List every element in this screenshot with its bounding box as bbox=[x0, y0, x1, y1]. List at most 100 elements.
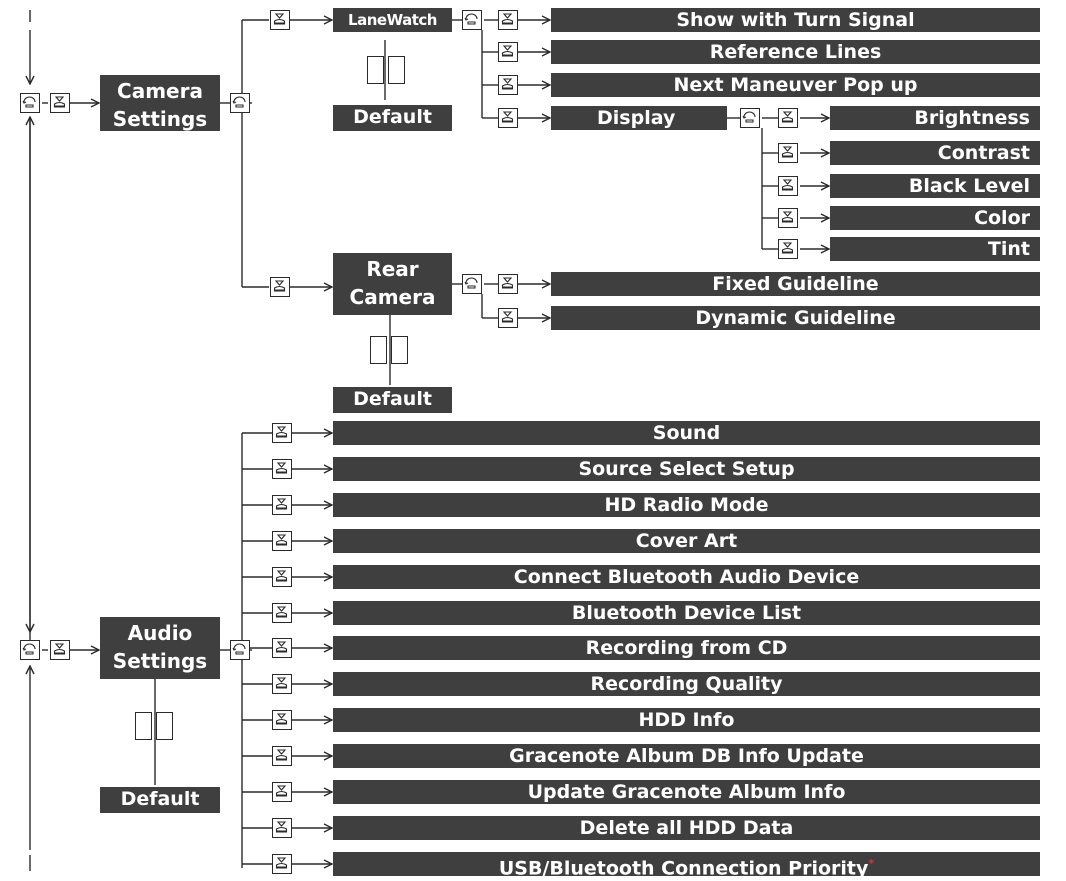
audio-settings-item-label: Connect Bluetooth Audio Device bbox=[513, 566, 860, 588]
rotate-dial-icon bbox=[230, 93, 250, 113]
press-dial-icon bbox=[272, 854, 292, 874]
press-dial-icon bbox=[272, 567, 292, 587]
press-dial-icon bbox=[272, 531, 292, 551]
audio-settings-item: HD Radio Mode bbox=[333, 493, 1040, 517]
audio-settings-item: Update Gracenote Album Info bbox=[333, 780, 1040, 804]
press-dial-icon bbox=[272, 746, 292, 766]
rotate-dial-icon bbox=[740, 108, 760, 128]
rear-camera-default-node: Default bbox=[333, 387, 452, 413]
audio-settings-item-label: Source Select Setup bbox=[578, 458, 795, 480]
press-dial-icon bbox=[270, 277, 290, 297]
camera-settings-label-2: Settings bbox=[112, 107, 208, 131]
audio-settings-item-label: HD Radio Mode bbox=[604, 494, 769, 516]
audio-settings-item: USB/Bluetooth Connection Priority* bbox=[333, 852, 1040, 876]
press-dial-icon bbox=[50, 93, 70, 113]
lanewatch-item: Reference Lines bbox=[551, 40, 1040, 64]
audio-settings-item: Cover Art bbox=[333, 529, 1040, 553]
display-item: Black Level bbox=[830, 174, 1040, 198]
press-dial-icon bbox=[778, 208, 798, 228]
audio-settings-label-1: Audio bbox=[127, 621, 193, 645]
lanewatch-item-label: Show with Turn Signal bbox=[676, 9, 915, 31]
audio-settings-item-label: Update Gracenote Album Info bbox=[527, 781, 846, 803]
press-dial-icon bbox=[270, 10, 290, 30]
audio-settings-node: Audio Settings bbox=[100, 617, 220, 679]
audio-settings-item: HDD Info bbox=[333, 708, 1040, 732]
display-item-label: Brightness bbox=[914, 107, 1030, 129]
display-item-label: Black Level bbox=[908, 175, 1030, 197]
press-dial-icon bbox=[272, 782, 292, 802]
lanewatch-node: LaneWatch bbox=[333, 8, 452, 32]
display-item-label: Color bbox=[974, 207, 1030, 229]
audio-settings-item-label: Gracenote Album DB Info Update bbox=[509, 745, 864, 767]
rotate-dial-icon bbox=[462, 10, 482, 30]
audio-settings-item: Recording from CD bbox=[333, 636, 1040, 660]
rear-camera-label-1: Rear bbox=[366, 257, 419, 281]
up-down-dial-icon bbox=[370, 336, 410, 366]
press-dial-icon bbox=[498, 42, 518, 62]
rear-camera-node: Rear Camera bbox=[333, 253, 452, 315]
display-node: Display bbox=[551, 106, 727, 130]
audio-settings-item: Bluetooth Device List bbox=[333, 601, 1040, 625]
audio-settings-item-label: Delete all HDD Data bbox=[579, 817, 794, 839]
display-item: Color bbox=[830, 206, 1040, 230]
rear-camera-item: Fixed Guideline bbox=[551, 272, 1040, 296]
press-dial-icon bbox=[778, 108, 798, 128]
lanewatch-item: Next Maneuver Pop up bbox=[551, 73, 1040, 97]
camera-settings-node: Camera Settings bbox=[100, 75, 220, 131]
press-dial-icon bbox=[498, 75, 518, 95]
press-dial-icon bbox=[272, 423, 292, 443]
audio-settings-item-label: Cover Art bbox=[635, 530, 738, 552]
press-dial-icon bbox=[498, 10, 518, 30]
audio-settings-item-label: Recording from CD bbox=[585, 637, 788, 659]
press-dial-icon bbox=[272, 710, 292, 730]
rear-camera-item-label: Fixed Guideline bbox=[712, 273, 879, 295]
press-dial-icon bbox=[778, 176, 798, 196]
press-dial-icon bbox=[272, 638, 292, 658]
camera-settings-label-1: Camera bbox=[117, 79, 203, 103]
audio-settings-item-label: Recording Quality bbox=[590, 673, 783, 695]
audio-settings-item-label: Sound bbox=[652, 422, 721, 444]
press-dial-icon bbox=[272, 459, 292, 479]
up-down-dial-icon bbox=[367, 56, 407, 86]
lanewatch-item-label: Reference Lines bbox=[709, 41, 882, 63]
display-item: Brightness bbox=[830, 106, 1040, 130]
audio-default-label: Default bbox=[120, 788, 200, 810]
audio-settings-item: Connect Bluetooth Audio Device bbox=[333, 565, 1040, 589]
audio-settings-item: Source Select Setup bbox=[333, 457, 1040, 481]
lanewatch-default-node: Default bbox=[333, 105, 452, 131]
rear-camera-label-2: Camera bbox=[349, 285, 436, 309]
display-item-label: Contrast bbox=[937, 142, 1030, 164]
lanewatch-label: LaneWatch bbox=[348, 11, 437, 29]
audio-settings-item-label: Bluetooth Device List bbox=[571, 602, 802, 624]
rotate-dial-icon bbox=[230, 640, 250, 660]
audio-settings-item-label: HDD Info bbox=[638, 709, 735, 731]
lanewatch-item-label: Next Maneuver Pop up bbox=[673, 74, 918, 96]
audio-settings-item: Recording Quality bbox=[333, 672, 1040, 696]
lanewatch-default-label: Default bbox=[353, 106, 432, 128]
lanewatch-item: Show with Turn Signal bbox=[551, 8, 1040, 32]
audio-default-node: Default bbox=[100, 787, 220, 813]
display-item: Contrast bbox=[830, 141, 1040, 165]
rear-camera-default-label: Default bbox=[353, 388, 432, 410]
press-dial-icon bbox=[272, 818, 292, 838]
audio-settings-label-2: Settings bbox=[112, 649, 208, 673]
press-dial-icon bbox=[272, 603, 292, 623]
press-dial-icon bbox=[272, 674, 292, 694]
rotate-dial-icon bbox=[20, 93, 40, 113]
rotate-dial-icon bbox=[20, 640, 40, 660]
up-down-dial-icon bbox=[135, 712, 175, 742]
display-item: Tint bbox=[830, 237, 1040, 261]
audio-settings-item: Sound bbox=[333, 421, 1040, 445]
press-dial-icon bbox=[778, 143, 798, 163]
display-item-label: Tint bbox=[987, 238, 1030, 260]
press-dial-icon bbox=[50, 640, 70, 660]
audio-settings-item: Gracenote Album DB Info Update bbox=[333, 744, 1040, 768]
press-dial-icon bbox=[498, 108, 518, 128]
press-dial-icon bbox=[498, 274, 518, 294]
footnote-mark: * bbox=[868, 857, 875, 870]
audio-settings-item-label: USB/Bluetooth Connection Priority bbox=[498, 857, 869, 876]
press-dial-icon bbox=[778, 239, 798, 259]
press-dial-icon bbox=[498, 308, 518, 328]
rotate-dial-icon bbox=[462, 274, 482, 294]
rear-camera-item-label: Dynamic Guideline bbox=[695, 307, 896, 329]
